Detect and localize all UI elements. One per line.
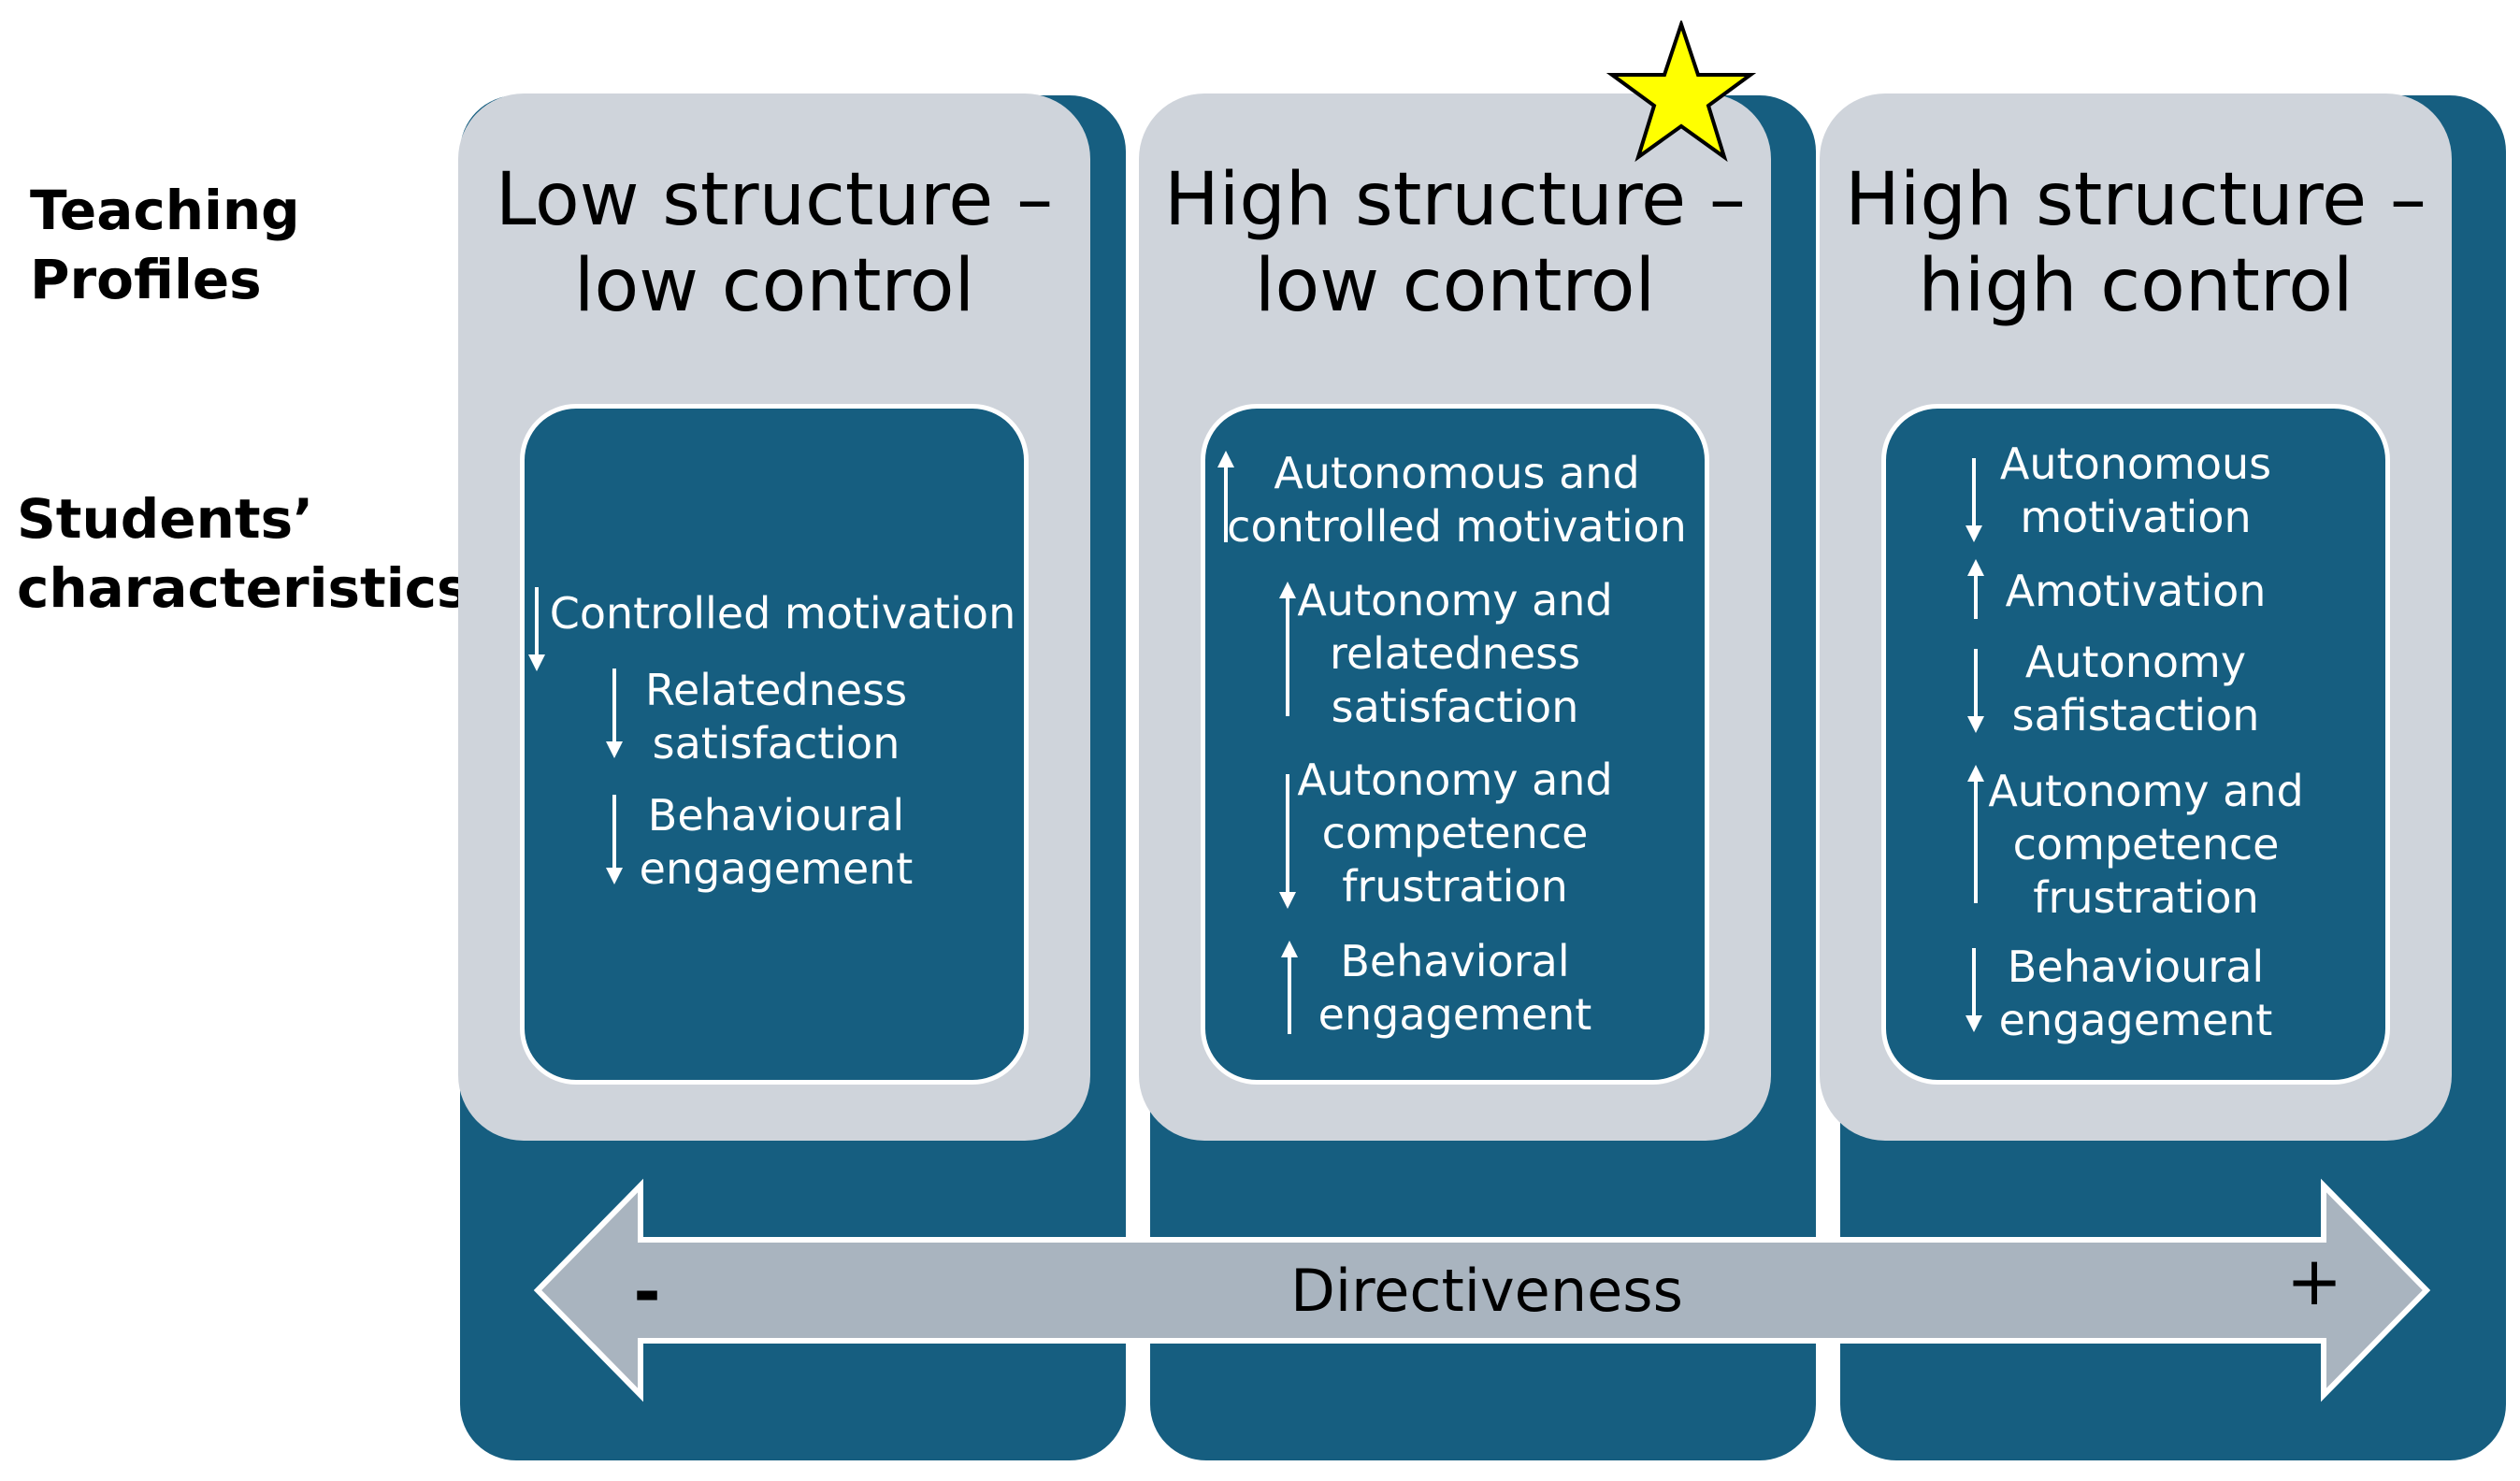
profile-2-characteristics-box xyxy=(1201,404,1709,1085)
arrow-down-icon xyxy=(1276,774,1299,909)
arrow-down-icon xyxy=(1963,458,1985,542)
directiveness-label: Directiveness xyxy=(1290,1257,1683,1325)
star-icon xyxy=(1606,21,1756,163)
teaching-profiles-label: Teaching Profiles xyxy=(30,179,300,311)
students-characteristics-label: Students’ characteristics xyxy=(17,487,469,620)
arrow-up-icon xyxy=(1276,582,1299,716)
arrow-down-icon xyxy=(526,587,548,671)
arrow-up-icon xyxy=(1215,451,1237,542)
characteristic-item: Amotivation xyxy=(2005,566,2267,616)
profile-1-title: Low structure – low control xyxy=(495,158,1054,328)
characteristic-item: Autonomy and competence frustration xyxy=(1988,766,2304,923)
arrow-down-icon xyxy=(603,795,626,884)
characteristic-item: Autonomy and relatedness satisfaction xyxy=(1297,575,1613,732)
characteristic-item: Autonomy and competence frustration xyxy=(1297,755,1613,912)
arrow-up-icon xyxy=(1965,559,1987,619)
profile-3-title: High structure – high control xyxy=(1845,158,2426,328)
characteristic-item: Relatedness satisfaction xyxy=(644,665,908,769)
arrow-down-icon xyxy=(603,669,626,758)
arrow-down-icon xyxy=(1963,948,1985,1032)
arrow-up-icon xyxy=(1965,765,1987,903)
characteristic-item: Autonomy safistaction xyxy=(2011,637,2260,740)
profile-3-characteristics-box xyxy=(1881,404,2390,1085)
axis-minus-sign: - xyxy=(633,1254,661,1330)
characteristic-item: Behavioural engagement xyxy=(1998,942,2273,1045)
arrow-down-icon xyxy=(1965,649,1987,733)
arrow-up-icon xyxy=(1278,941,1301,1034)
characteristic-item: Behavioural engagement xyxy=(639,790,914,894)
characteristic-item: Autonomous motivation xyxy=(1999,439,2272,542)
characteristic-item: Autonomous and controlled motivation xyxy=(1227,448,1687,552)
characteristic-item: Controlled motivation xyxy=(549,588,1016,639)
profile-2-title: High structure – low control xyxy=(1164,158,1746,328)
profile-1-characteristics-box xyxy=(520,404,1029,1085)
axis-plus-sign: + xyxy=(2285,1242,2343,1320)
characteristic-item: Behavioral engagement xyxy=(1318,936,1592,1040)
